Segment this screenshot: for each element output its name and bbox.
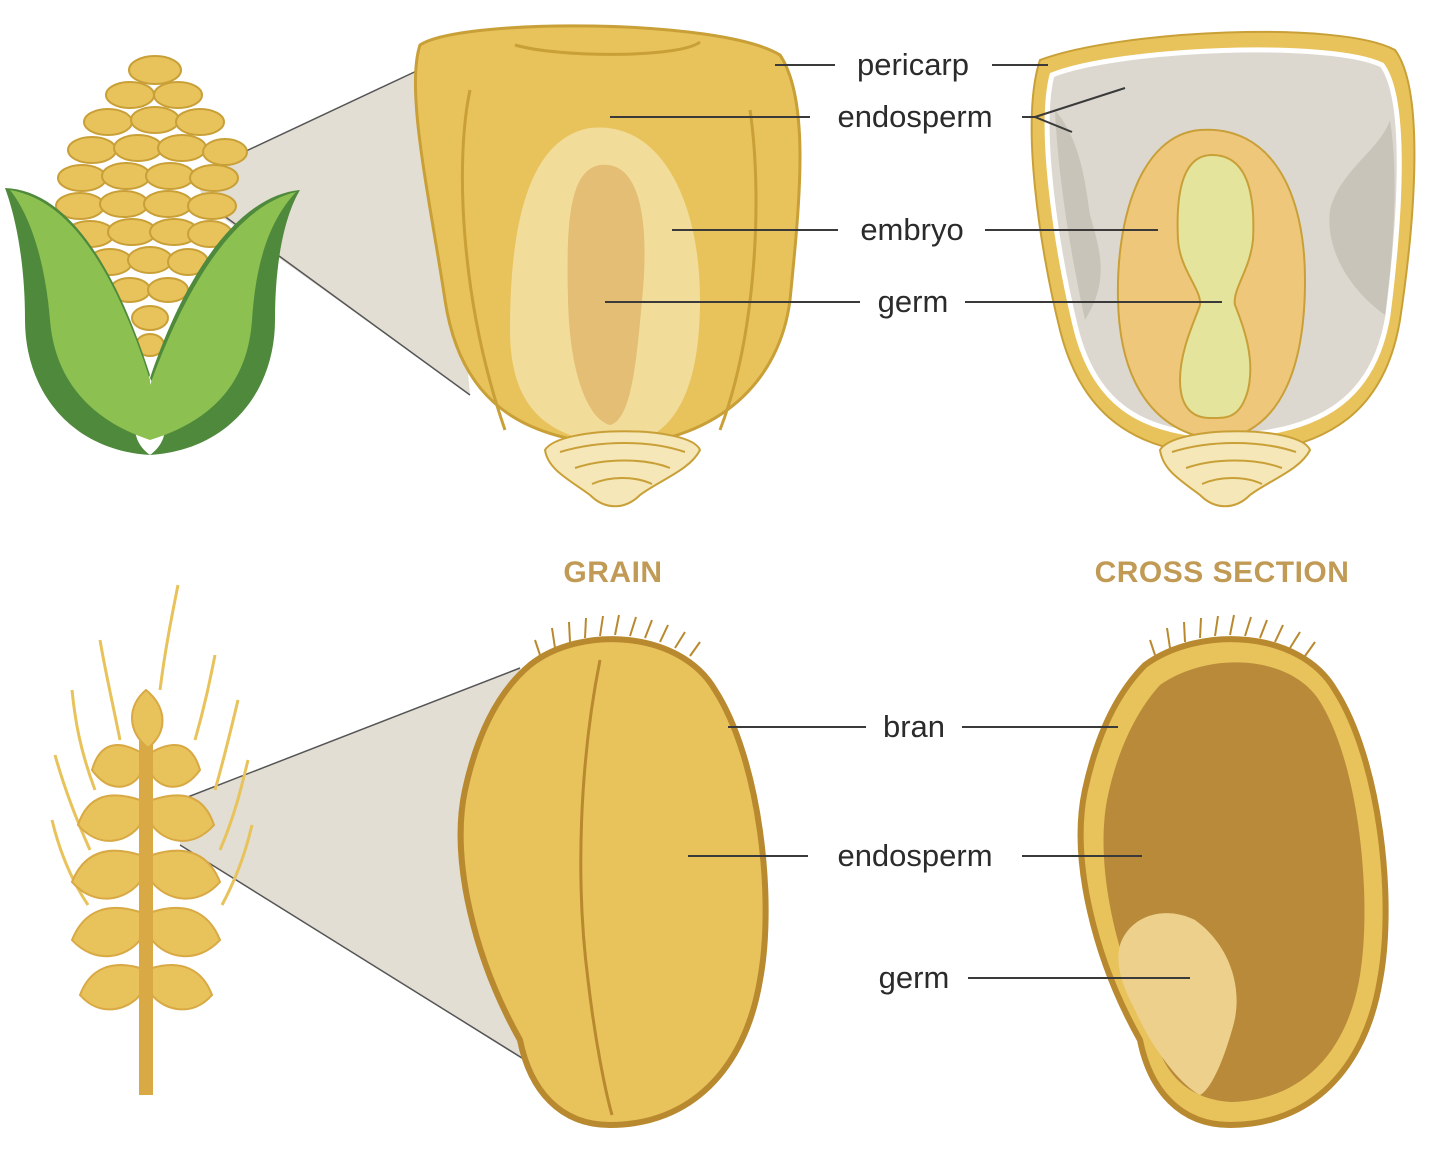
heading-grain: GRAIN <box>563 556 662 589</box>
wheat-grain-brush-hairs <box>534 614 701 657</box>
wheat-grain-crease <box>579 659 614 1116</box>
wheat-grain-body <box>457 636 769 1129</box>
wheat-leader-lines <box>688 726 1190 979</box>
corn-kernel-side-crease-right <box>718 109 758 431</box>
corn-label-pericarp: pericarp <box>857 47 969 82</box>
wheat-ear-illustration <box>50 584 254 1095</box>
corn-label-endosperm: endosperm <box>837 99 992 134</box>
corn-cross-germ <box>1176 153 1255 420</box>
wheat-cross-brush-hairs <box>1149 614 1316 657</box>
corn-husk-right-light <box>150 192 296 440</box>
wheat-zoom-wedge <box>179 667 539 1069</box>
corn-cross-tip-cap <box>1158 430 1312 508</box>
corn-kernel-side-crease-left <box>460 89 507 431</box>
wheat-label-endosperm: endosperm <box>837 838 992 873</box>
corn-label-germ: germ <box>878 284 949 319</box>
wheat-stem <box>139 700 153 1095</box>
corn-cross-endosperm-left-shade <box>1055 110 1101 320</box>
corn-label-embryo: embryo <box>860 212 963 247</box>
corn-leader-lines <box>605 64 1222 303</box>
corn-kernel-top-crease <box>514 40 701 56</box>
wheat-awns <box>50 584 254 906</box>
heading-cross-section: CROSS SECTION <box>1095 556 1350 589</box>
corn-cob-illustration <box>5 55 300 455</box>
corn-cross-endosperm-right-shade <box>1329 120 1395 315</box>
corn-kernel-grain <box>413 24 802 508</box>
wheat-grain <box>457 614 769 1129</box>
wheat-label-germ: germ <box>879 960 950 995</box>
corn-husk-left-light <box>10 190 150 440</box>
wheat-label-bran: bran <box>883 709 945 744</box>
corn-germ-region <box>567 164 645 425</box>
wheat-cross-section <box>1077 614 1389 1129</box>
corn-kernels-cluster <box>55 55 248 357</box>
wheat-cross-germ <box>1118 913 1237 1095</box>
corn-cross-section <box>1030 30 1416 508</box>
corn-kernel-tip-cap <box>543 430 702 508</box>
wheat-spikelets <box>70 688 222 1011</box>
